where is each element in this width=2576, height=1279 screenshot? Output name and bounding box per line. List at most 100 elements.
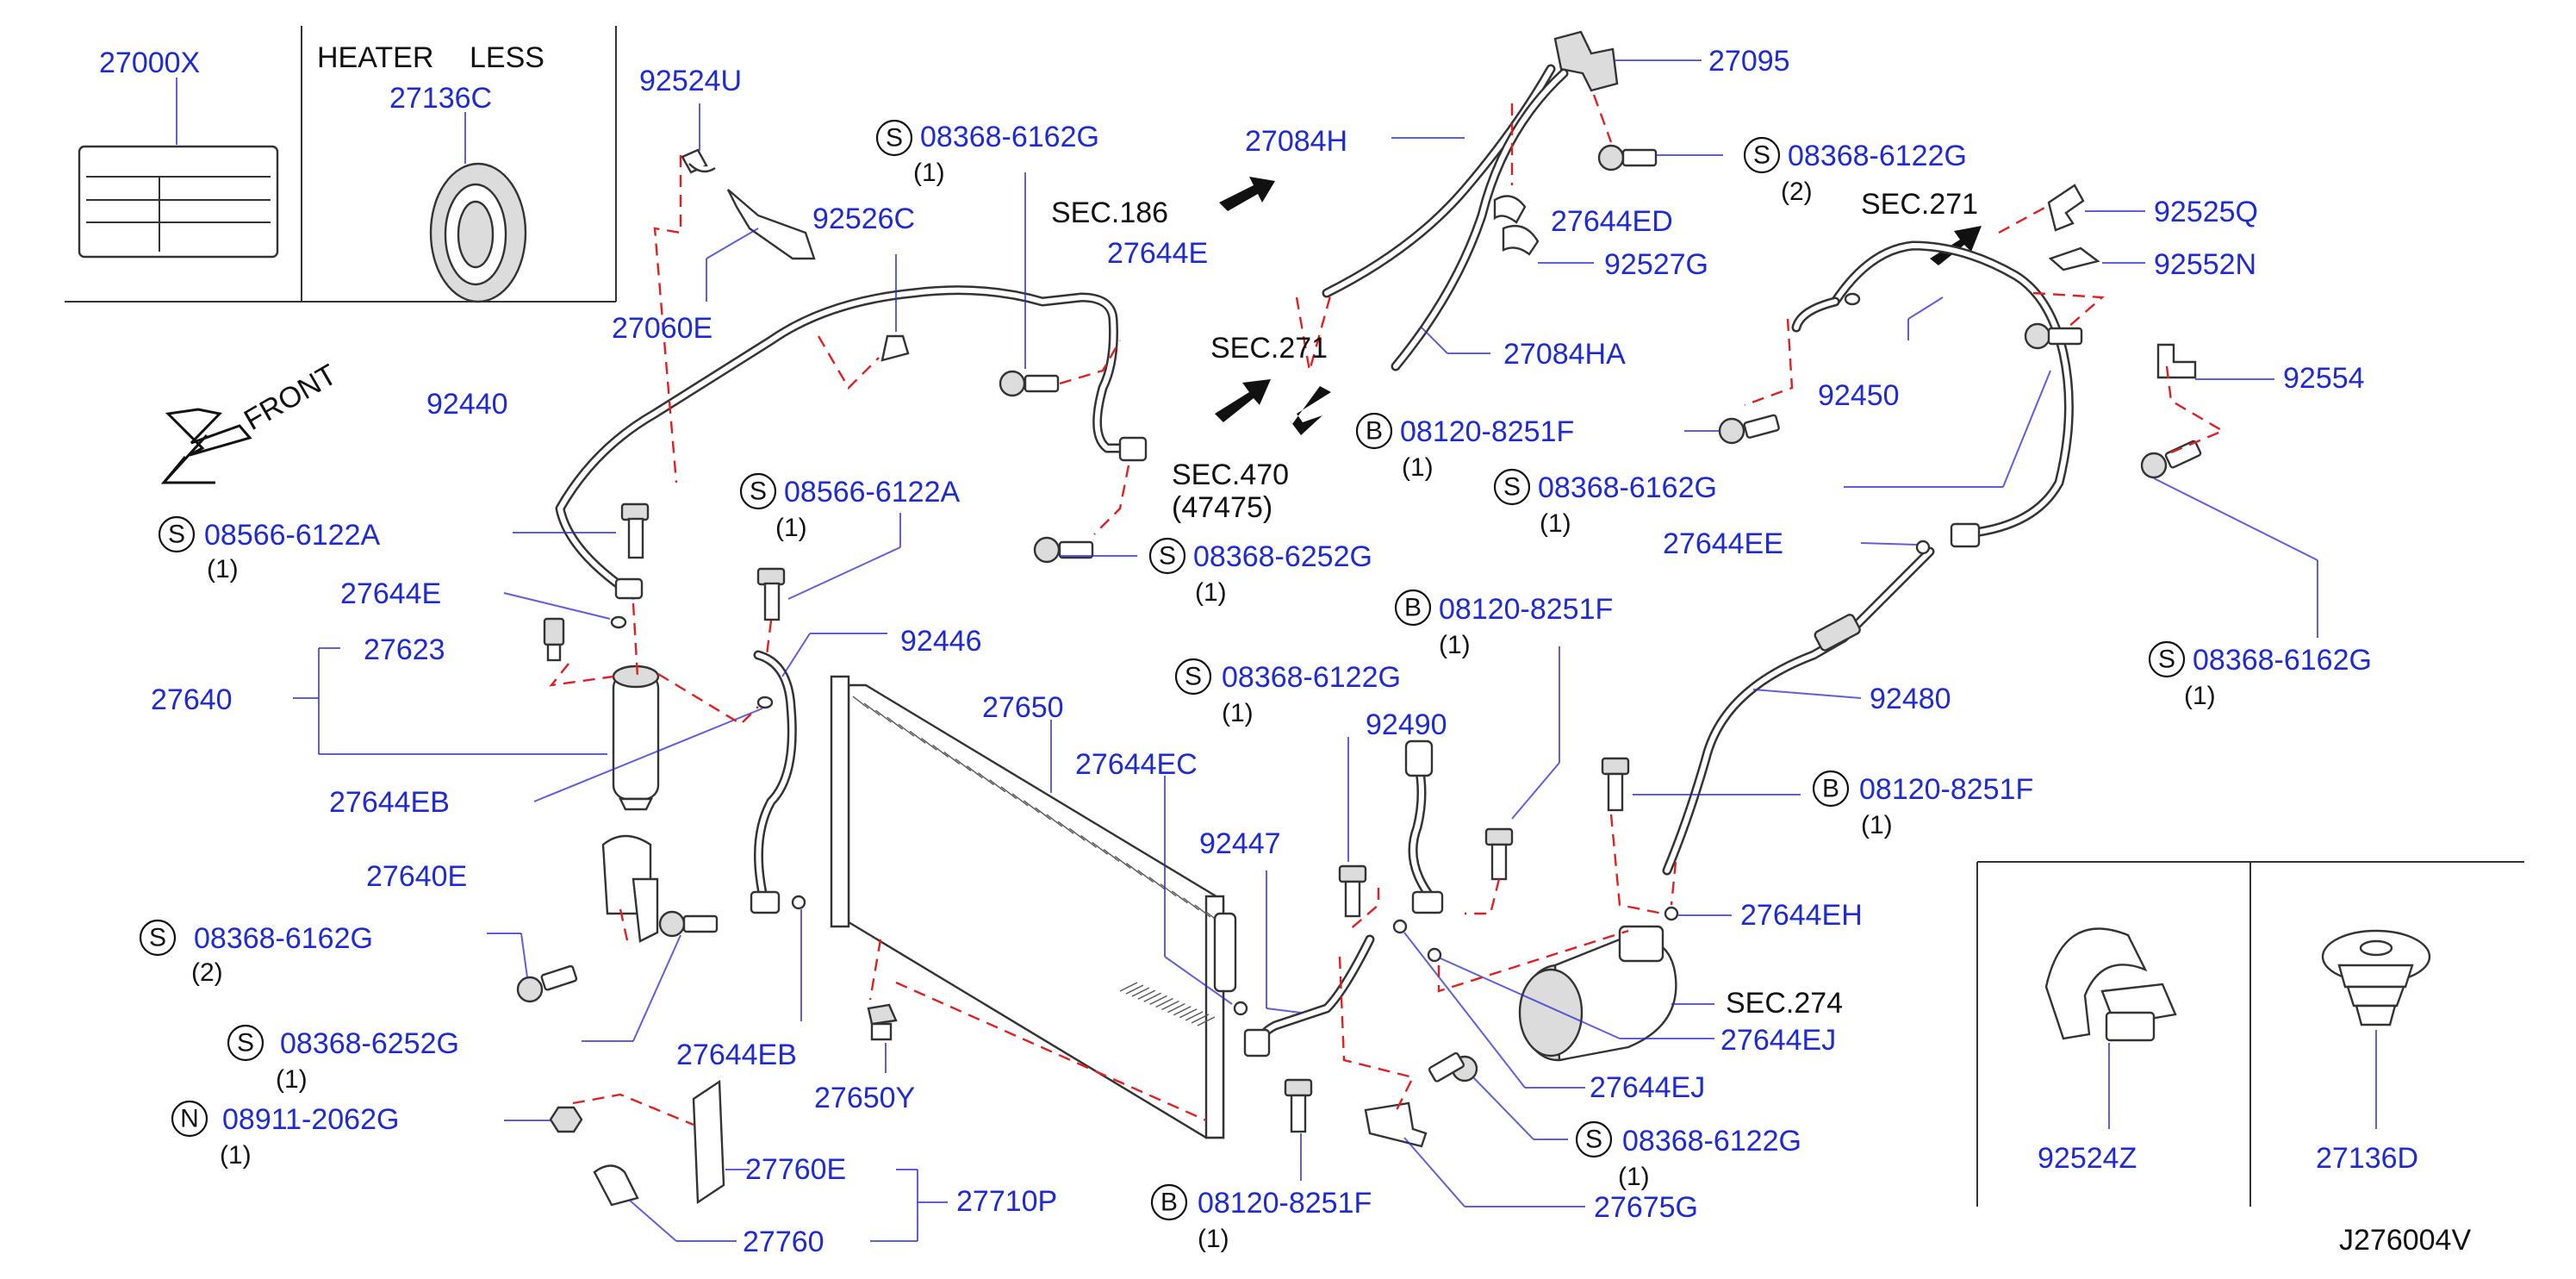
label-92447: 92447	[1199, 827, 1281, 860]
label-08368-6162G-right: 08368-6162G	[2193, 644, 2372, 677]
marker-b: B	[1160, 1189, 1178, 1217]
bolt-08368-6162G-right	[2140, 440, 2318, 638]
clip-92525Q	[2047, 184, 2145, 232]
arrow-sec470	[1288, 386, 1331, 435]
marker-n: N	[180, 1105, 199, 1133]
label-08368-6252G: 08368-6252G	[1193, 540, 1372, 573]
label-27650Y: 27650Y	[814, 1082, 915, 1114]
marker-s: S	[1585, 1126, 1602, 1154]
condenser-27650	[830, 675, 1248, 1139]
label-27084HA: 27084HA	[1503, 338, 1626, 371]
label-27640: 27640	[151, 683, 233, 716]
label-27644E-upper: 27644E	[1107, 237, 1208, 270]
label-08120-8251F-mid: 08120-8251F	[1439, 593, 1613, 626]
clip-92524Z	[2044, 927, 2177, 1129]
bolt-08368-6162G-mid	[2024, 322, 2083, 350]
diagram-id: J276004V	[2339, 1224, 2471, 1257]
qty: (1)	[276, 1065, 308, 1094]
marker-b: B	[1822, 775, 1839, 803]
label-92440: 92440	[426, 388, 508, 421]
label-92480: 92480	[1870, 683, 1951, 715]
fitting-27095	[1553, 30, 1702, 92]
label-92552N: 92552N	[2154, 248, 2256, 281]
label-08911-2062G: 08911-2062G	[222, 1103, 399, 1136]
bracket-27640E	[601, 834, 659, 943]
label-27644EJ-lower: 27644EJ	[1590, 1071, 1705, 1104]
bracket-27675G	[1364, 1101, 1585, 1207]
label-27644E-left: 27644E	[340, 577, 441, 610]
clip-92524U	[681, 103, 716, 174]
clip-27644ED	[1493, 195, 1594, 264]
marker-s: S	[1503, 473, 1521, 502]
marker-s: S	[237, 1029, 254, 1058]
label-08120-8251F-bottom: 08120-8251F	[1198, 1187, 1372, 1220]
qty: (2)	[1781, 178, 1813, 206]
qty: (1)	[1540, 509, 1571, 538]
label-92490: 92490	[1366, 708, 1447, 741]
label-27136C: 27136C	[389, 82, 492, 115]
qty: (1)	[1222, 699, 1254, 727]
label-08566-6122A-left: 08566-6122A	[204, 519, 381, 552]
label-27650: 27650	[982, 691, 1064, 724]
bolt-08368-6252G-lower	[582, 910, 719, 1042]
marker-s: S	[149, 924, 166, 952]
nut-08911	[504, 1106, 583, 1133]
label-27644EJ-right: 27644EJ	[1720, 1024, 1836, 1057]
qty: (1)	[220, 1141, 252, 1170]
marker-s: S	[1185, 663, 1202, 691]
qty: (1)	[1618, 1163, 1650, 1191]
label-27084H: 27084H	[1245, 125, 1347, 158]
label-sec271: SEC.271	[1210, 332, 1328, 365]
receiver-drier-27640	[293, 647, 660, 811]
bolt-08566-left	[513, 502, 650, 559]
label-92446: 92446	[900, 625, 982, 658]
oring-27644E-left	[503, 592, 627, 629]
bolt-08368-6252G-upper	[1033, 536, 1137, 564]
qty: (1)	[1439, 631, 1471, 659]
oring-27644EB-left	[533, 696, 774, 802]
arrow-sec271-right	[1930, 226, 1982, 265]
label-27136D: 27136D	[2316, 1142, 2418, 1175]
top-left-inset	[65, 26, 617, 303]
oring-27644EE	[1860, 540, 1931, 555]
label-27000X: 27000X	[99, 47, 200, 79]
pipe-92440	[555, 285, 1148, 600]
qty: (1)	[1402, 453, 1434, 482]
label-27644EC: 27644EC	[1075, 748, 1198, 781]
marker-s: S	[750, 477, 767, 506]
bolt-08368-6162G-left	[487, 933, 578, 1003]
marker-b: B	[1366, 417, 1383, 446]
label-heater: HEATER	[317, 41, 433, 74]
dashed-lines	[549, 94, 2225, 1126]
label-92524Z: 92524Z	[2038, 1142, 2137, 1175]
label-27644EE: 27644EE	[1663, 527, 1783, 560]
marker-s: S	[1753, 141, 1770, 170]
label-27060E: 27060E	[612, 312, 712, 345]
pipe-92490	[1404, 739, 1444, 914]
bolt-08368-6122G-bottom	[1428, 1051, 1568, 1140]
bolt-08566-mid	[756, 513, 901, 621]
qty: (2)	[191, 958, 223, 987]
label-sec186: SEC.186	[1051, 197, 1168, 229]
marker-s: S	[168, 521, 185, 549]
label-92524U: 92524U	[639, 65, 742, 97]
pipe-92447	[1243, 870, 1375, 1058]
oring-27644EJ	[1392, 919, 1714, 1089]
label-27644ED: 27644ED	[1551, 205, 1673, 238]
label-sec274: SEC.274	[1726, 987, 1843, 1020]
hose-27084H	[1322, 64, 1569, 371]
marker-s: S	[1159, 542, 1176, 571]
bracket-27060E	[706, 189, 816, 302]
qty: (1)	[775, 514, 807, 542]
label-08120-8251F-right: 08120-8251F	[1859, 773, 2033, 806]
label-08368-6122G-upper: 08368-6122G	[1788, 140, 1967, 172]
label-27644EB-left: 27644EB	[329, 786, 450, 819]
label-27760: 27760	[743, 1226, 824, 1258]
label-front: FRONT	[239, 358, 342, 436]
bottom-right-inset	[1976, 861, 2524, 1207]
label-27644EH: 27644EH	[1740, 899, 1863, 932]
label-08368-6122G-bottom: 08368-6122G	[1622, 1125, 1801, 1157]
label-less: LESS	[470, 41, 544, 74]
label-08368-6162G-left: 08368-6162G	[194, 922, 373, 955]
label-92450: 92450	[1818, 379, 1900, 412]
